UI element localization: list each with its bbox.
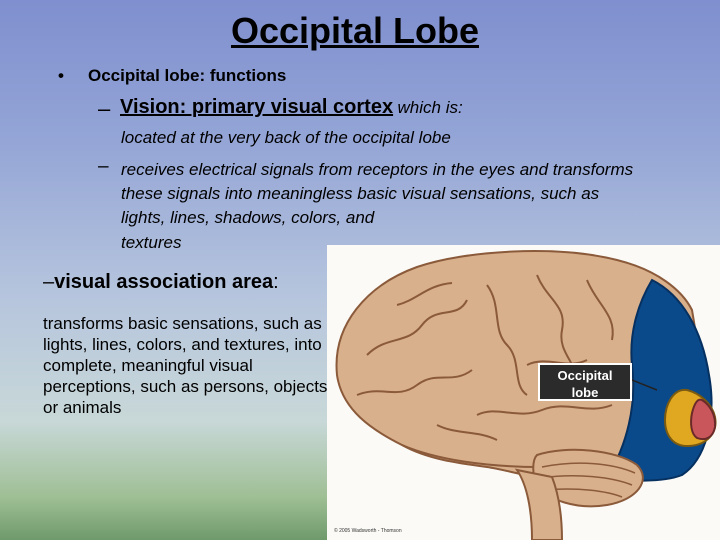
dash-2: –: [98, 156, 109, 177]
bullet-text: Occipital lobe: functions: [88, 66, 287, 85]
slide-title: Occipital Lobe: [230, 10, 480, 51]
vision-line: Vision: primary visual cortex which is:: [120, 96, 463, 119]
vision-heading: Vision: primary visual cortex: [120, 96, 394, 118]
bullet-dot: •: [58, 66, 64, 85]
receives-tail: textures: [121, 233, 182, 252]
vision-located: located at the very back of the occipita…: [121, 128, 451, 147]
assoc-heading: visual association area: [54, 271, 274, 293]
temporal-edge: [401, 444, 543, 468]
occipital-label-line2: lobe: [571, 385, 599, 400]
dash-1: –: [98, 96, 111, 121]
inner-region: [690, 398, 717, 441]
receives-text: receives electrical signals from recepto…: [121, 160, 634, 227]
occipital-label: Occipital lobe: [538, 363, 632, 401]
brain-figure: Occipital lobe © 2005 Wadsworth - Thomso…: [327, 245, 720, 540]
label-pointer: [626, 377, 658, 391]
gyri-lines: [356, 274, 614, 441]
assoc-heading-line: –visual association area:: [43, 271, 279, 293]
assoc-description: transforms basic sensations, such as lig…: [43, 314, 333, 417]
brain-stem: [514, 468, 564, 540]
brain-illustration: [335, 250, 717, 540]
figure-credit: © 2005 Wadsworth - Thomson: [334, 528, 402, 534]
occipital-label-line1: Occipital: [557, 368, 613, 383]
vision-which: which is:: [397, 98, 463, 117]
assoc-colon: :: [273, 271, 279, 293]
